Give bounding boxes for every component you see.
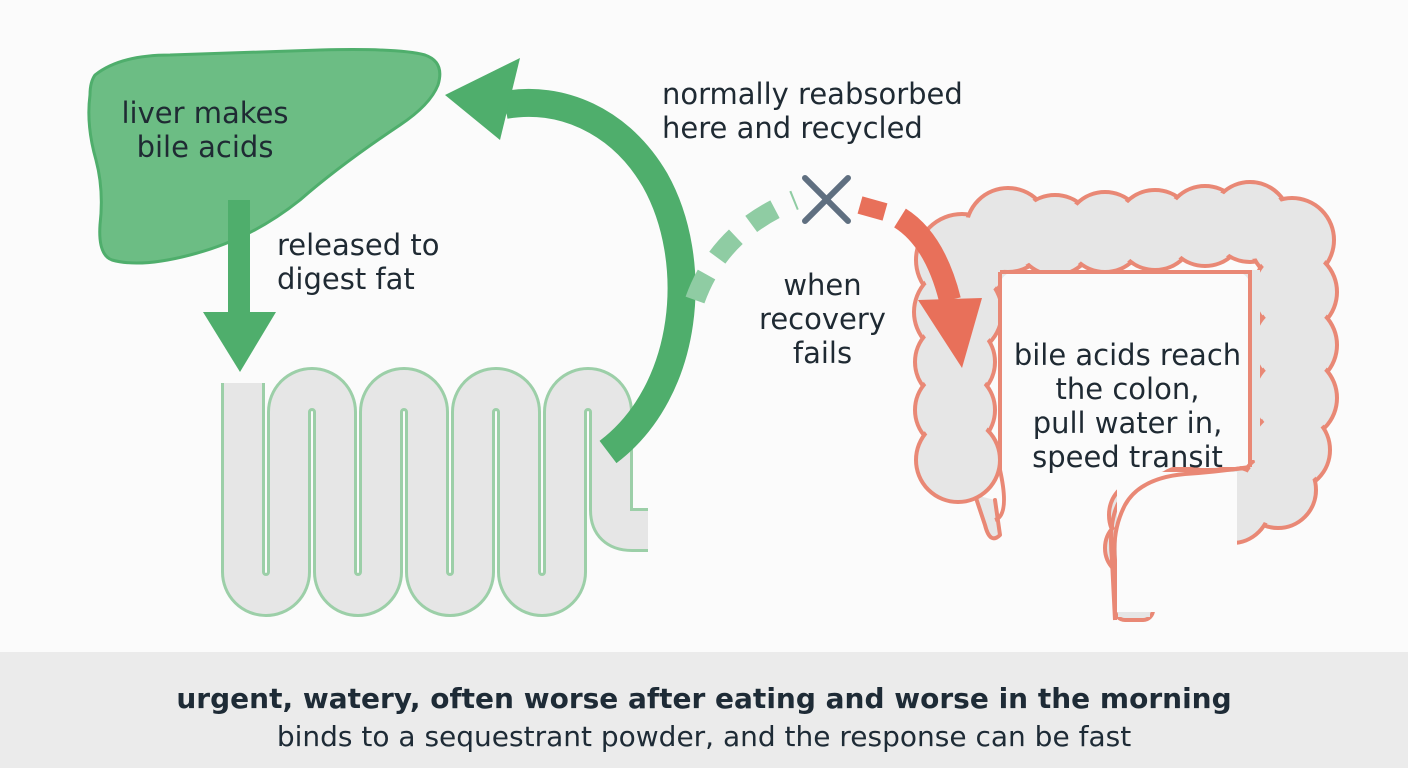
liver-shape: [87, 48, 442, 265]
released-label: released to digest fat: [277, 228, 440, 296]
recycle-arrow: [445, 58, 696, 464]
summary-headline: urgent, watery, often worse after eating…: [176, 682, 1232, 715]
release-arrow: [203, 200, 276, 372]
summary-footer: urgent, watery, often worse after eating…: [0, 652, 1408, 768]
reabsorbed-label: normally reabsorbed here and recycled: [662, 77, 963, 145]
bile-acid-diagram: [87, 48, 1339, 622]
colon-label: bile acids reach the colon, pull water i…: [1013, 338, 1242, 474]
reabsorption-dashed-path: [685, 190, 799, 304]
summary-subline: binds to a sequestrant powder, and the r…: [276, 720, 1132, 753]
cross-icon: [802, 175, 851, 224]
colon-arrow: [857, 196, 982, 368]
recovery-fails-label: when recovery fails: [759, 268, 886, 370]
liver-label: liver makes bile acids: [121, 96, 289, 164]
small-intestine: [221, 367, 654, 617]
